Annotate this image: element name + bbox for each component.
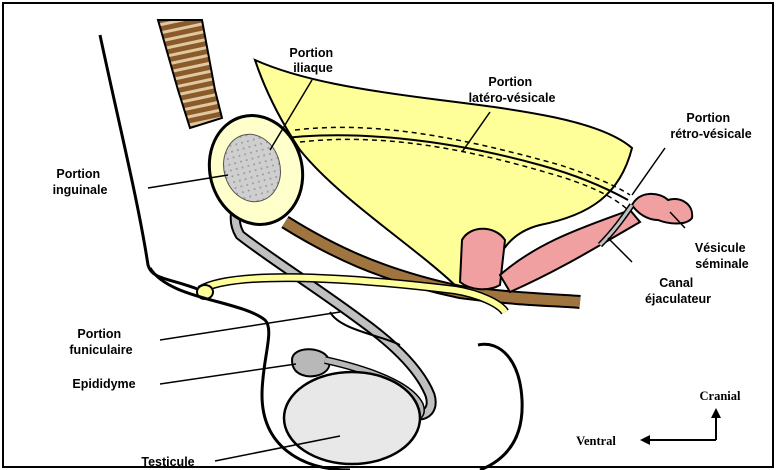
seminal-vesicle [632, 194, 692, 224]
label-portion-retro-vesicale: Portion rétro-vésicale [670, 111, 751, 141]
label-canal-ejaculateur: Canal éjaculateur [645, 276, 711, 306]
label-portion-iliaque: Portion iliaque [289, 46, 336, 75]
prostate-lobe [460, 229, 505, 290]
cranial-arrow-head [711, 408, 721, 418]
label-testicule: Testicule [141, 455, 194, 469]
ventral-arrow-head [640, 435, 650, 445]
orientation-indicator: Cranial Ventral [576, 389, 741, 448]
label-portion-inguinale: Portion inguinale [53, 167, 108, 197]
label-cranial: Cranial [700, 389, 742, 403]
testis [284, 372, 420, 464]
striped-cord [158, 20, 222, 128]
scrotum-outline-right [478, 344, 522, 470]
epididymis-head [292, 349, 329, 376]
label-portion-latero-vesicale: Portion latéro-vésicale [469, 75, 556, 105]
label-ventral: Ventral [576, 434, 616, 448]
bladder [255, 60, 632, 300]
label-portion-funiculaire: Portion funiculaire [69, 327, 132, 357]
label-epididyme: Epididyme [72, 377, 135, 391]
label-vesicule-seminale: Vésicule séminale [695, 241, 749, 271]
